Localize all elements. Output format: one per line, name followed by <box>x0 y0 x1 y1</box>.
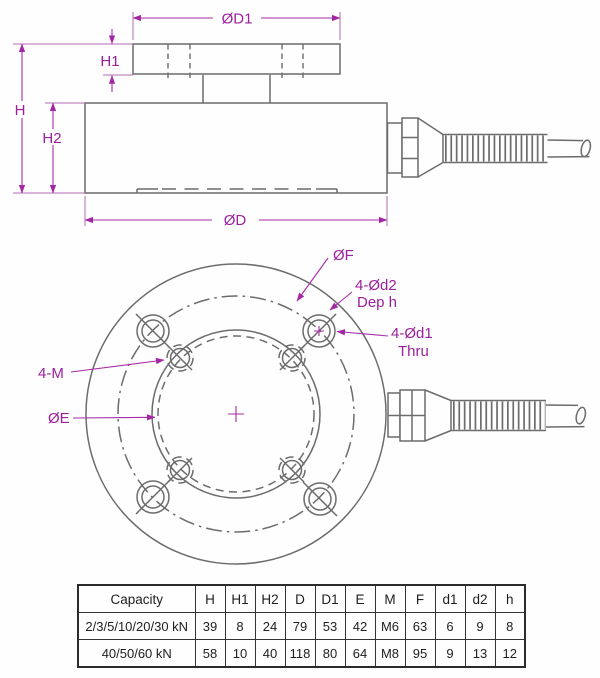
side-view: ØD1 H1 H H2 ØD <box>11 11 592 229</box>
hole-center-mark <box>314 326 324 336</box>
value-cell: 95 <box>404 639 436 668</box>
value-cell: 63 <box>404 612 436 640</box>
col-h-upper: H <box>194 584 226 613</box>
col-h2: H2 <box>254 584 286 613</box>
dimension-table: Capacity H H1 H2 D D1 E M F d1 d2 h 2/3/… <box>77 584 526 668</box>
value-cell: 6 <box>434 612 466 640</box>
dim-e-label: ØE <box>48 410 70 427</box>
value-cell: 12 <box>494 639 526 668</box>
col-h1: H1 <box>224 584 256 613</box>
value-cell: 64 <box>344 639 376 668</box>
mount-hole-top-left <box>135 313 171 349</box>
plan-view: ØF 4-Ød2 Dep h 4-Ød1 Thru 4-M ØE <box>38 247 587 565</box>
dim-d1-label: ØD1 <box>222 11 253 28</box>
capacity-cell: 40/50/60 kN <box>77 639 196 668</box>
dim-h2-label-bg <box>41 129 64 145</box>
value-cell: 118 <box>284 639 316 668</box>
flange <box>132 43 341 103</box>
hub-circle <box>151 329 321 499</box>
dim-h2: H2 <box>41 102 85 194</box>
col-d2-lower: d2 <box>464 584 496 613</box>
thread-hole-bottom-left <box>166 456 194 484</box>
value-cell: 8 <box>494 612 526 640</box>
col-d1-upper: D1 <box>314 584 346 613</box>
value-cell: 53 <box>314 612 346 640</box>
pitch-circle-e <box>157 335 315 493</box>
value-cell: 24 <box>254 612 286 640</box>
value-cell: 40 <box>254 639 286 668</box>
capacity-cell: 2/3/5/10/20/30 kN <box>77 612 196 640</box>
table-row: 40/50/60 kN 58 10 40 118 80 64 M8 95 9 1… <box>77 639 526 668</box>
dim-m-leader: 4-M <box>38 357 165 382</box>
value-cell: 9 <box>464 612 496 640</box>
dim-d2-label-line2: Dep h <box>357 294 397 311</box>
thread-hole-bottom-right <box>278 456 306 484</box>
cable-gland-plan <box>387 389 587 442</box>
table-row: 2/3/5/10/20/30 kN 39 8 24 79 53 42 M6 63… <box>77 612 526 640</box>
value-cell: 9 <box>434 639 466 668</box>
body <box>84 102 388 194</box>
dim-h-label-bg <box>11 101 30 118</box>
dim-h: H <box>11 43 133 194</box>
dim-d1-label-line2: Thru <box>398 343 429 360</box>
dim-f-leader: ØF <box>296 247 354 302</box>
mount-hole-top-right <box>301 313 337 349</box>
cable-gland-side <box>386 117 592 178</box>
cable-tip <box>575 406 587 425</box>
dim-h1: H1 <box>100 29 133 92</box>
dim-d: ØD <box>84 196 388 229</box>
dim-h2-label: H2 <box>42 130 61 147</box>
value-cell: M8 <box>374 639 406 668</box>
dim-h-label: H <box>15 102 26 119</box>
center-mark <box>228 406 244 422</box>
dim-d1-thru-leader: 4-Ød1 Thru <box>336 325 433 360</box>
thread-hole-top-right <box>278 344 306 372</box>
value-cell: 80 <box>314 639 346 668</box>
mount-hole-bottom-right <box>302 481 338 517</box>
dim-d-label: ØD <box>224 212 247 229</box>
col-f: F <box>404 584 436 613</box>
col-e: E <box>344 584 376 613</box>
dim-d1: ØD1 <box>132 11 341 40</box>
mount-hole-bottom-left <box>135 479 171 515</box>
value-cell: M6 <box>374 612 406 640</box>
dim-f-label: ØF <box>333 247 354 264</box>
dim-e-leader: ØE <box>48 410 156 427</box>
col-d1-lower: d1 <box>434 584 466 613</box>
value-cell: 39 <box>194 612 226 640</box>
value-cell: 8 <box>224 612 256 640</box>
bolt-circle-f <box>117 295 355 533</box>
table-header-row: Capacity H H1 H2 D D1 E M F d1 d2 h <box>77 584 526 613</box>
dim-d2-leader: 4-Ød2 Dep h <box>329 277 397 311</box>
dim-m-label: 4-M <box>38 365 64 382</box>
outer-diameter-circle <box>85 263 387 565</box>
value-cell: 42 <box>344 612 376 640</box>
dim-h1-label: H1 <box>100 53 119 70</box>
col-h-lower: h <box>494 584 526 613</box>
value-cell: 13 <box>464 639 496 668</box>
value-cell: 58 <box>194 639 226 668</box>
col-d: D <box>284 584 316 613</box>
cable-tip <box>580 139 592 158</box>
col-m: M <box>374 584 406 613</box>
dim-d2-label-line1: 4-Ød2 <box>355 277 397 294</box>
dim-d1-label-line1: 4-Ød1 <box>391 325 433 342</box>
value-cell: 10 <box>224 639 256 668</box>
col-capacity: Capacity <box>77 584 196 613</box>
value-cell: 79 <box>284 612 316 640</box>
thread-hole-top-left <box>166 344 194 372</box>
